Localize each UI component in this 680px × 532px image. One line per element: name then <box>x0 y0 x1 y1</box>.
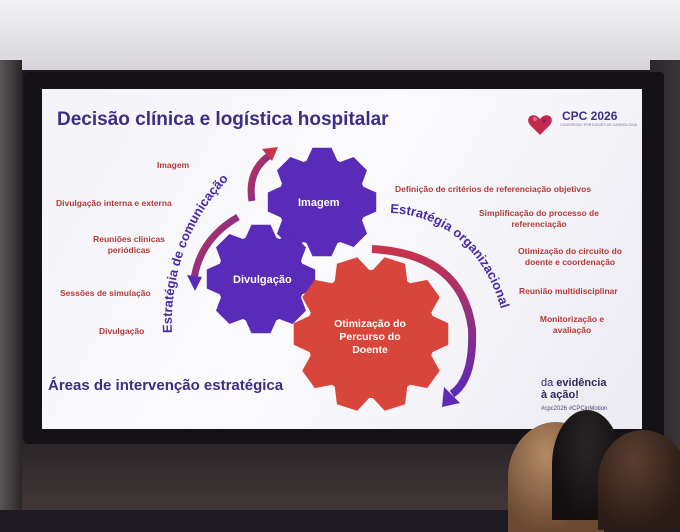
gear-label-imagem: Imagem <box>298 197 340 209</box>
left-item-simulacao: Sessões de simulação <box>60 288 151 298</box>
arrow-right <box>371 245 477 398</box>
left-item-reunioes: Reuniões clínicas periódicas <box>93 234 165 255</box>
gear-otimizacao <box>293 257 449 411</box>
gear-imagem <box>267 147 377 257</box>
slide-title: Decisão clínica e logística hospitalar <box>57 109 389 130</box>
slide-subtitle: Áreas de intervenção estratégica <box>48 377 284 394</box>
right-item-reuniao: Reunião multidisciplinar <box>519 286 618 296</box>
brand-line-1: da evidência <box>541 377 607 389</box>
gear-label-divulgacao: Divulgação <box>233 274 292 286</box>
arrow-right-head <box>442 387 460 407</box>
gear-label-otimizacao: Otimização do Percurso do Doente <box>334 318 406 357</box>
arrow-left-head <box>187 275 202 291</box>
gear-otimizacao-shape <box>293 257 449 411</box>
left-item-divulgacao-interna: Divulgação interna e externa <box>56 198 172 208</box>
arrow-left <box>190 213 240 280</box>
right-item-circuito: Otimização do circuito do doente e coord… <box>518 246 622 267</box>
right-item-criterios: Definição de critérios de referenciação … <box>395 184 592 194</box>
logo-name: CPC 2026 <box>562 109 618 123</box>
presentation-slide: Decisão clínica e logística hospitalar C… <box>42 89 642 429</box>
gears-diagram: Estratégia de comunicação Estratégia org… <box>160 147 513 411</box>
audience-head-3 <box>598 430 680 530</box>
ceiling <box>0 0 680 70</box>
right-item-monitorizacao: Monitorização e avaliação <box>539 314 605 335</box>
logo-tagline: CONGRESSO PORTUGUÊS DE CARDIOLOGIA <box>560 123 637 127</box>
right-item-simplificacao: Simplificação do processo de referenciaç… <box>479 208 599 229</box>
left-item-divulgacao: Divulgação <box>99 326 145 336</box>
arrow-top <box>247 152 273 202</box>
hashtag: #cpc2026 #CPCinMotion <box>541 406 608 412</box>
gear-divulgacao-shape <box>206 224 316 334</box>
wall-pillar <box>0 60 22 510</box>
left-item-imagem: Imagem <box>157 160 190 170</box>
gear-divulgacao <box>206 224 316 334</box>
gear-imagem-shape <box>267 147 377 257</box>
brand-line-2: à ação! <box>541 389 579 401</box>
arrow-top-head <box>262 147 278 161</box>
